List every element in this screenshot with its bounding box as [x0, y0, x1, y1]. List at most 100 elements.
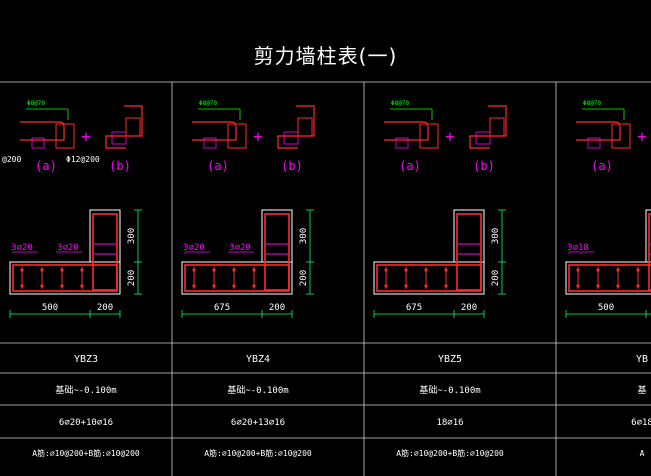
label-b: (b) — [281, 159, 303, 173]
dim-up-1: 300 — [299, 228, 309, 244]
rebar-dot — [212, 284, 216, 288]
dim-right: 200 — [461, 303, 477, 313]
rebar-dot — [576, 284, 580, 288]
detail-a-box — [31, 137, 45, 149]
column-elevation: 基础~-0.100m — [55, 384, 116, 396]
detail-a-hook — [611, 123, 631, 149]
rebar-dot — [60, 268, 64, 272]
column-name: YBZ3 — [74, 354, 98, 365]
rebar-ring — [568, 264, 651, 292]
dim-up-1: 300 — [127, 228, 137, 244]
label-a: (a) — [207, 159, 229, 173]
stirrup-a — [192, 121, 237, 141]
dim-left: 675 — [406, 303, 422, 313]
rebar-web — [92, 213, 118, 291]
detail-note: Φ8@70 — [199, 100, 217, 107]
dim-left: 500 — [42, 303, 58, 313]
plus-sign: + — [445, 127, 455, 146]
column-longitudinal: 18⌀16 — [436, 418, 463, 428]
rebar-dot — [596, 284, 600, 288]
dim-up-2: 200 — [299, 270, 309, 286]
detail-b-box — [283, 131, 299, 145]
rebar-ring — [184, 264, 290, 292]
rebar-dot — [636, 268, 640, 272]
rebar-dot — [232, 284, 236, 288]
detail-b-hook — [489, 117, 505, 137]
dim-up-2: 200 — [491, 270, 501, 286]
rebar-ring — [12, 264, 118, 292]
detail-note: Φ8@70 — [27, 100, 45, 107]
corner-label: 3⌀20 — [11, 243, 33, 253]
rebar-web — [648, 213, 651, 291]
rebar-dot — [40, 268, 44, 272]
plus-sign: + — [81, 127, 91, 146]
corner-label: 3⌀18 — [567, 243, 589, 253]
concrete-base — [565, 261, 651, 295]
corner-label: 3⌀20 — [229, 243, 251, 253]
rebar-web — [456, 213, 482, 291]
plus-sign: + — [253, 127, 263, 146]
stirrup-a — [384, 121, 429, 141]
rebar-dot — [616, 284, 620, 288]
detail-a-hook — [419, 123, 439, 149]
concrete-base — [181, 261, 293, 295]
dim-up-1: 300 — [491, 228, 501, 244]
rebar-dot — [384, 284, 388, 288]
dim-right: 200 — [97, 303, 113, 313]
concrete-outline — [566, 209, 651, 263]
sheet-title: 剪力墙柱表(一) — [253, 44, 398, 68]
rebar-dot — [616, 268, 620, 272]
label-b: (b) — [473, 159, 495, 173]
left-note: @200 — [2, 155, 21, 164]
detail-a-box — [395, 137, 409, 149]
column-name: YB — [636, 354, 648, 365]
rebar-dot — [444, 284, 448, 288]
rebar-dot — [404, 284, 408, 288]
label-b: (b) — [109, 159, 131, 173]
plus-sign: + — [637, 127, 647, 146]
label-a: (a) — [399, 159, 421, 173]
detail-b-box — [475, 131, 491, 145]
column-longitudinal: 6⌀18 — [631, 418, 651, 428]
detail-b-hook — [125, 117, 141, 137]
rebar-dot — [424, 268, 428, 272]
rebar-dot — [20, 268, 24, 272]
label-a: (a) — [591, 159, 613, 173]
detail-note: Φ8@70 — [391, 100, 409, 107]
rebar-dot — [404, 268, 408, 272]
column-stirrup: A筋:⌀10@200+B筋:⌀10@200 — [204, 448, 312, 458]
rebar-dot — [252, 284, 256, 288]
rebar-dot — [444, 268, 448, 272]
rebar-dot — [576, 268, 580, 272]
detail-a-hook — [227, 123, 247, 149]
column-elevation: 基础~-0.100m — [419, 384, 480, 396]
right-note: Φ12@200 — [66, 155, 100, 164]
detail-a-box — [203, 137, 217, 149]
rebar-dot — [212, 268, 216, 272]
detail-b-box — [111, 131, 127, 145]
rebar-dot — [232, 268, 236, 272]
rebar-web — [264, 213, 290, 291]
dim-left: 675 — [214, 303, 230, 313]
column-longitudinal: 6⌀20+10⌀16 — [59, 418, 113, 428]
label-a: (a) — [35, 159, 57, 173]
stirrup-b — [469, 105, 507, 149]
corner-label: 3⌀20 — [183, 243, 205, 253]
corner-label: 3⌀20 — [57, 243, 79, 253]
rebar-dot — [20, 284, 24, 288]
detail-a-box — [587, 137, 601, 149]
rebar-dot — [40, 284, 44, 288]
detail-a-hook — [55, 123, 75, 149]
detail-note: Φ8@70 — [583, 100, 601, 107]
dim-right: 200 — [269, 303, 285, 313]
concrete-base — [9, 261, 121, 295]
rebar-dot — [80, 284, 84, 288]
column-stirrup: A筋:⌀10@200+B筋:⌀10@200 — [396, 448, 504, 458]
dim-left: 500 — [598, 303, 614, 313]
rebar-dot — [80, 268, 84, 272]
dim-up-2: 200 — [127, 270, 137, 286]
rebar-dot — [192, 284, 196, 288]
column-stirrup: A筋:⌀10@200+B筋:⌀10@200 — [32, 448, 140, 458]
stirrup-a — [20, 121, 65, 141]
